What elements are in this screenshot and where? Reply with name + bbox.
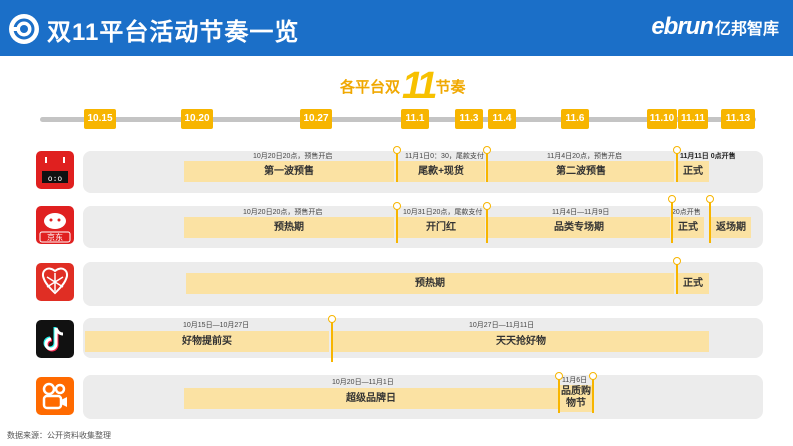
marker-dot <box>393 202 401 210</box>
marker-line <box>396 151 398 182</box>
tmall-phase-bar: 正式 <box>677 161 709 182</box>
timeline-axis <box>40 117 756 122</box>
marker-line <box>486 151 488 182</box>
marker-line <box>592 377 594 413</box>
marker-dot <box>483 202 491 210</box>
kuaishou-phase-bar: 超级品牌日 <box>184 388 558 409</box>
tmall-phase-bar: 尾款+现货 <box>397 161 485 182</box>
brand-logo: ebrun 亿邦智库 <box>651 13 779 41</box>
tmall-note: 11月1日0：30，尾款支付 <box>405 153 484 160</box>
logo-icon <box>9 14 39 44</box>
marker-line <box>486 207 488 243</box>
douyin-note: 10月27日—11月11日 <box>469 322 535 329</box>
date-pill: 11.3 <box>455 109 483 129</box>
jd-phase-bar: 返场期 <box>711 217 751 238</box>
tmall-phase-bar: 第二波预售 <box>488 161 674 182</box>
date-pill: 10.20 <box>181 109 213 129</box>
date-pill: 10.27 <box>300 109 332 129</box>
date-pill: 11.11 <box>678 109 708 129</box>
kuaishou-note: 10月20日—11月1日 <box>332 379 394 386</box>
tmall-note: 11月4日20点，预售开启 <box>547 153 622 160</box>
marker-line <box>331 320 333 362</box>
marker-dot <box>328 315 336 323</box>
jd-phase-bar: 正式 <box>672 217 704 238</box>
pdd-phase-bar: 预热期 <box>186 273 674 294</box>
jd-phase-bar: 品类专场期 <box>488 217 670 238</box>
marker-dot <box>668 195 676 203</box>
marker-dot <box>706 195 714 203</box>
douyin-phase-bar: 好物提前买 <box>85 331 329 352</box>
brand-name-cn: 亿邦智库 <box>714 21 779 38</box>
marker-line <box>558 377 560 413</box>
brand-name-en: ebrun <box>651 13 714 40</box>
svg-text:京东: 京东 <box>47 232 63 242</box>
marker-dot <box>483 146 491 154</box>
marker-line <box>676 151 678 182</box>
date-pill: 11.1 <box>401 109 429 129</box>
marker-dot <box>589 372 597 380</box>
jd-icon: 京东 <box>36 206 74 244</box>
jd-note: 10月31日20点，尾款支付 <box>403 209 483 216</box>
date-pill: 11.6 <box>561 109 589 129</box>
jd-phase-bar: 开门红 <box>397 217 485 238</box>
tmall-phase-bar: 第一波预售 <box>184 161 394 182</box>
subtitle-11: 11 <box>402 65 438 107</box>
marker-line <box>709 200 711 243</box>
header-bar: 双11平台活动节奏一览 ebrun 亿邦智库 <box>0 0 793 56</box>
tmall-icon: o:o <box>36 151 74 189</box>
pinduoduo-icon <box>36 263 74 301</box>
section-subtitle: 各平台双 11 节奏 <box>340 65 466 107</box>
marker-dot <box>555 372 563 380</box>
jd-phase-bar: 预热期 <box>184 217 394 238</box>
douyin-note: 10月15日—10月27日 <box>183 322 250 329</box>
tmall-note: 10月20日20点，预售开启 <box>253 153 333 160</box>
pdd-phase-bar: 正式 <box>677 273 709 294</box>
kuaishou-note: 11月6日 <box>562 377 588 384</box>
date-pill: 10.15 <box>84 109 116 129</box>
jd-note: 20点开售 <box>672 209 701 216</box>
svg-text:o:o: o:o <box>48 174 63 183</box>
jd-note: 11月4日—11月9日 <box>552 209 610 216</box>
marker-dot <box>393 146 401 154</box>
kuaishou-phase-bar: 品质购物节 <box>560 385 592 412</box>
kuaishou-icon <box>36 377 74 415</box>
marker-line <box>676 262 678 294</box>
date-pill: 11.10 <box>647 109 677 129</box>
marker-dot <box>673 257 681 265</box>
tmall-note: 11月11日 0点开售 <box>680 153 736 160</box>
marker-dot <box>673 146 681 154</box>
jd-note: 10月20日20点，预售开启 <box>243 209 323 216</box>
date-pill: 11.13 <box>721 109 755 129</box>
subtitle-right: 节奏 <box>435 78 466 96</box>
source-note: 数据来源：公开资料收集整理 <box>7 431 111 440</box>
page-title: 双11平台活动节奏一览 <box>47 19 300 46</box>
douyin-icon <box>36 320 74 358</box>
marker-line <box>396 207 398 243</box>
douyin-phase-bar: 天天抢好物 <box>333 331 709 352</box>
marker-line <box>671 200 673 243</box>
subtitle-left: 各平台双 <box>340 78 401 96</box>
date-pill: 11.4 <box>488 109 516 129</box>
